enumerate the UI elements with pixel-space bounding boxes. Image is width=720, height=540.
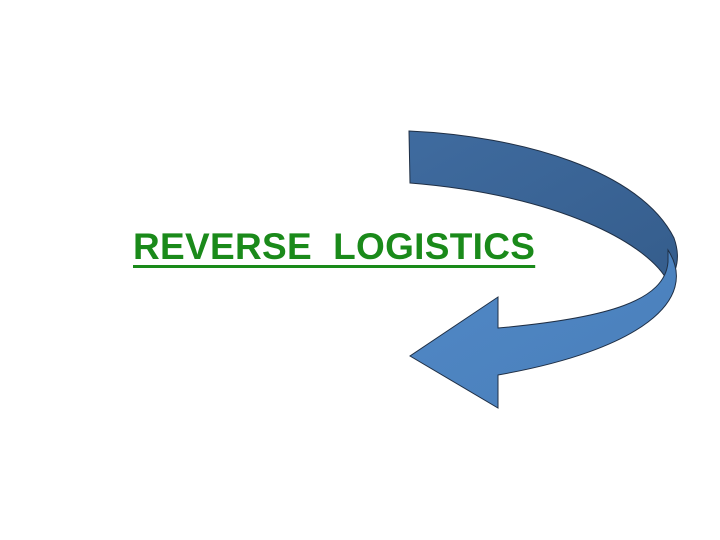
arrow-back-band: [408, 130, 678, 283]
arrow-front-band: [409, 248, 677, 409]
slide-title: REVERSE LOGISTICS: [133, 226, 536, 267]
